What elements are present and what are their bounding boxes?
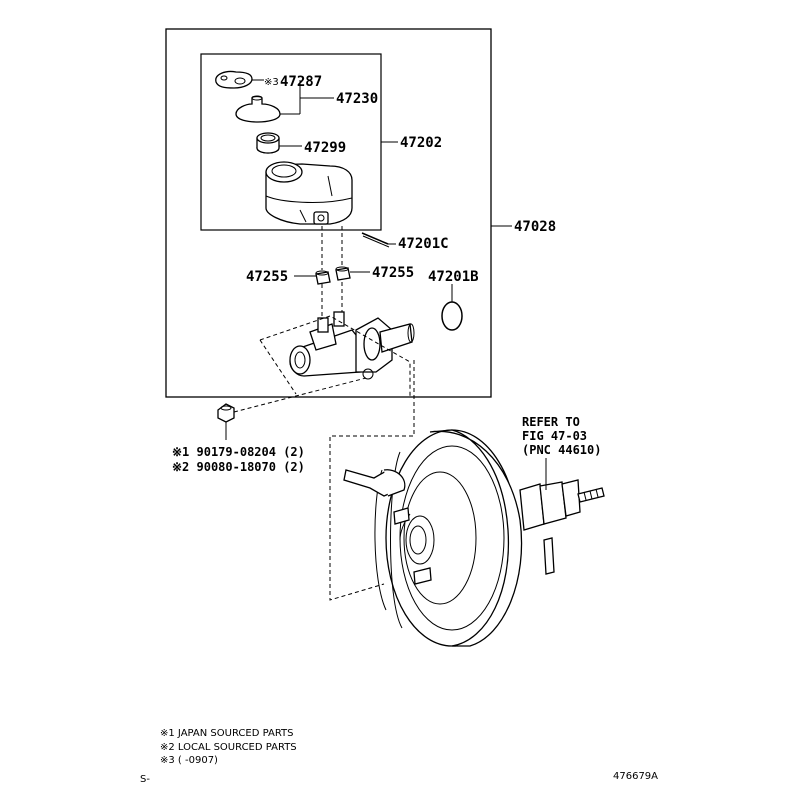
part-number-47201b: 47201B	[428, 269, 479, 285]
nut-icon	[217, 403, 235, 423]
brake-booster-icon	[343, 429, 605, 647]
footnote-2: ※2 LOCAL SOURCED PARTS	[160, 742, 297, 753]
part-47287-prefix: ※3	[264, 77, 279, 88]
pin-icon	[361, 232, 390, 248]
refer-line-1: REFER TO	[522, 415, 580, 429]
part-number-47201c: 47201C	[398, 236, 449, 252]
figure-id: 476679A	[613, 771, 658, 782]
reservoir-cap-icon	[235, 95, 281, 123]
footnote-1: ※1 JAPAN SOURCED PARTS	[160, 728, 294, 739]
part-number-47230: 47230	[336, 91, 378, 107]
o-ring-icon	[441, 301, 463, 331]
fastener-part-1: ※1 90179-08204 (2)	[172, 445, 305, 459]
refer-line-3: (PNC 44610)	[522, 443, 601, 457]
footer-left: S-	[140, 774, 150, 785]
cap-gasket-icon	[215, 70, 253, 89]
strainer-icon	[256, 132, 280, 154]
part-number-47255-left: 47255	[246, 269, 288, 285]
part-number-47028: 47028	[514, 219, 556, 235]
refer-line-2: FIG 47-03	[522, 429, 587, 443]
part-number-47299: 47299	[304, 140, 346, 156]
part-number-47255-right: 47255	[372, 265, 414, 281]
assembly-box-47028	[165, 28, 492, 398]
master-cylinder-icon	[289, 311, 415, 380]
part-number-47287: 47287	[280, 74, 322, 90]
footnote-3: ※3 ( -0907)	[160, 755, 218, 766]
fastener-part-2: ※2 90080-18070 (2)	[172, 460, 305, 474]
part-number-47202: 47202	[400, 135, 442, 151]
reservoir-tank-icon	[265, 161, 353, 225]
grommet-left-icon	[315, 270, 331, 285]
grommet-right-icon	[335, 266, 351, 281]
